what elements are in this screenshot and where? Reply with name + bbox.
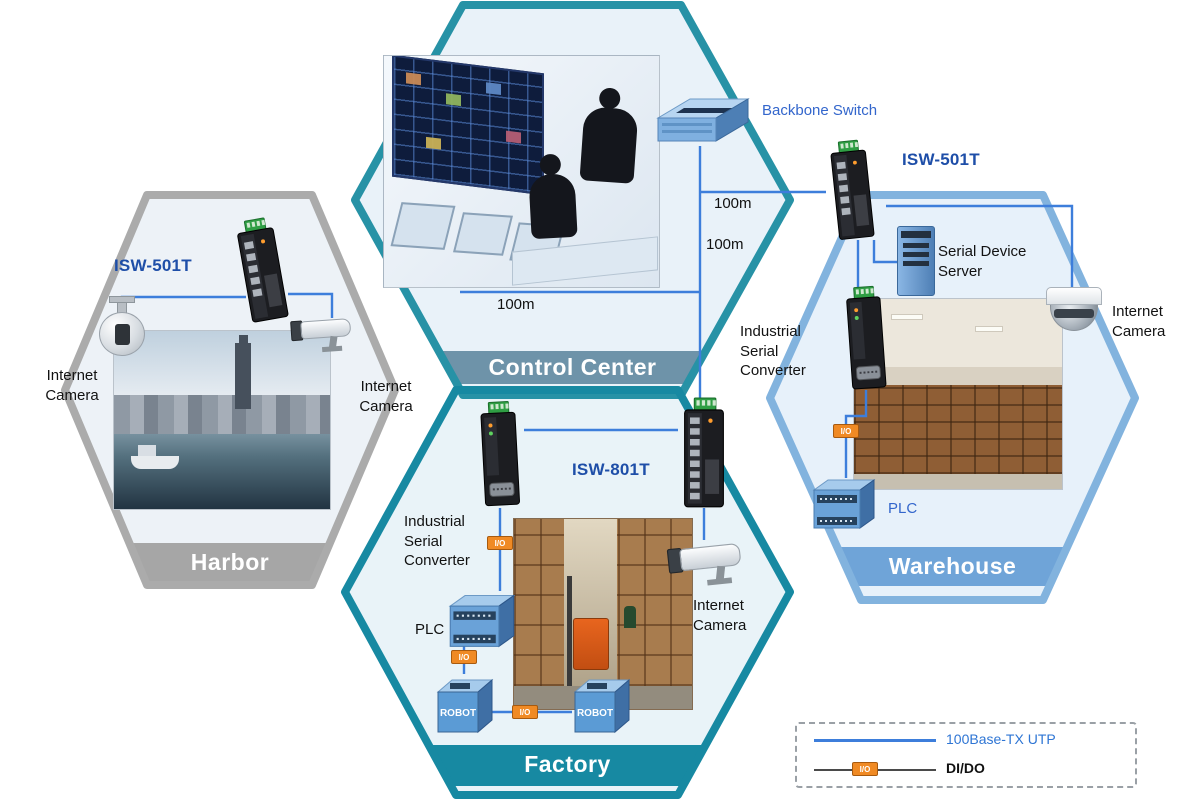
io-tag-factory-plc-robot1: I/O — [451, 650, 477, 664]
legend-utp-label: 100Base-TX UTP — [946, 731, 1056, 747]
boat-cabin — [137, 444, 156, 456]
warehouse-camera-label: Internet Camera — [1112, 303, 1166, 340]
serial-device-server — [897, 226, 935, 296]
distance-label-factory-link: 100m — [706, 236, 744, 253]
factory-converter-label: Industrial Serial Converter — [404, 513, 470, 569]
factory-camera-label: Internet Camera — [693, 597, 747, 634]
operator-silhouette — [528, 172, 578, 240]
legend-io-tag: I/O — [852, 762, 878, 776]
harbor-zone-label: Harbor — [190, 549, 270, 575]
tower — [234, 343, 251, 410]
pallet-boxes — [854, 384, 1062, 474]
console-monitor — [390, 202, 456, 250]
io-tag-factory-robot1-robot2: I/O — [512, 705, 538, 719]
backbone-switch — [656, 98, 750, 142]
harbor-bullet-camera-icon — [289, 308, 356, 358]
factory-robot-1: ROBOT — [436, 678, 494, 734]
forklift — [572, 617, 609, 670]
serial-device-server-label: Serial Device Server — [938, 243, 1027, 280]
operator-silhouette — [579, 106, 639, 184]
factory-bullet-camera-icon — [663, 528, 757, 602]
control-room-photo — [383, 55, 660, 288]
legend-utp-line — [814, 739, 936, 742]
backbone-switch-label: Backbone Switch — [762, 102, 878, 119]
ceiling-light — [891, 314, 924, 321]
factory-industrial-serial-converter — [480, 401, 520, 507]
factory-plc — [448, 594, 516, 648]
warehouse-plc-label: PLC — [888, 500, 918, 517]
legend-box — [795, 722, 1137, 788]
factory-plc-label: PLC — [415, 621, 445, 638]
factory-robot-2: ROBOT — [573, 678, 631, 734]
floor — [854, 473, 1062, 489]
distance-label-warehouse-link: 100m — [714, 195, 752, 212]
harbor-ptz-camera-icon — [86, 296, 158, 358]
harbor-isw-501t-switch — [237, 217, 289, 323]
legend-dido-label: DI/DO — [946, 760, 985, 776]
harbor-isw-501t-label: ISW-501T — [114, 256, 192, 275]
robot-label: ROBOT — [577, 708, 613, 719]
warehouse-industrial-serial-converter — [846, 285, 887, 390]
distance-label-control: 100m — [497, 296, 535, 313]
harbor-camera-left-label: Internet Camera — [45, 367, 99, 404]
link-warehouse-switch-server — [872, 240, 899, 264]
warehouse-dome-camera-icon — [1038, 283, 1110, 345]
warehouse-zone-label: Warehouse — [888, 553, 1017, 579]
factory-isw-801t-switch — [684, 397, 724, 508]
io-tag-warehouse-plc: I/O — [833, 424, 859, 438]
console-monitor — [453, 212, 513, 256]
warehouse-plc — [812, 479, 876, 529]
boat — [131, 455, 180, 469]
factory-zone-label: Factory — [524, 751, 611, 777]
warehouse-isw-501t-label: ISW-501T — [902, 150, 980, 169]
factory-isw-801t-label: ISW-801T — [572, 460, 650, 479]
robot-label: ROBOT — [440, 708, 476, 719]
worker — [624, 606, 637, 629]
harbor-camera-right-label: Internet Camera — [359, 378, 413, 415]
warehouse-isw-501t-switch — [830, 139, 875, 240]
warehouse-converter-label: Industrial Serial Converter — [740, 323, 806, 379]
tower-cap — [239, 334, 249, 347]
ceiling-light — [974, 325, 1003, 332]
video-wall — [392, 56, 544, 196]
